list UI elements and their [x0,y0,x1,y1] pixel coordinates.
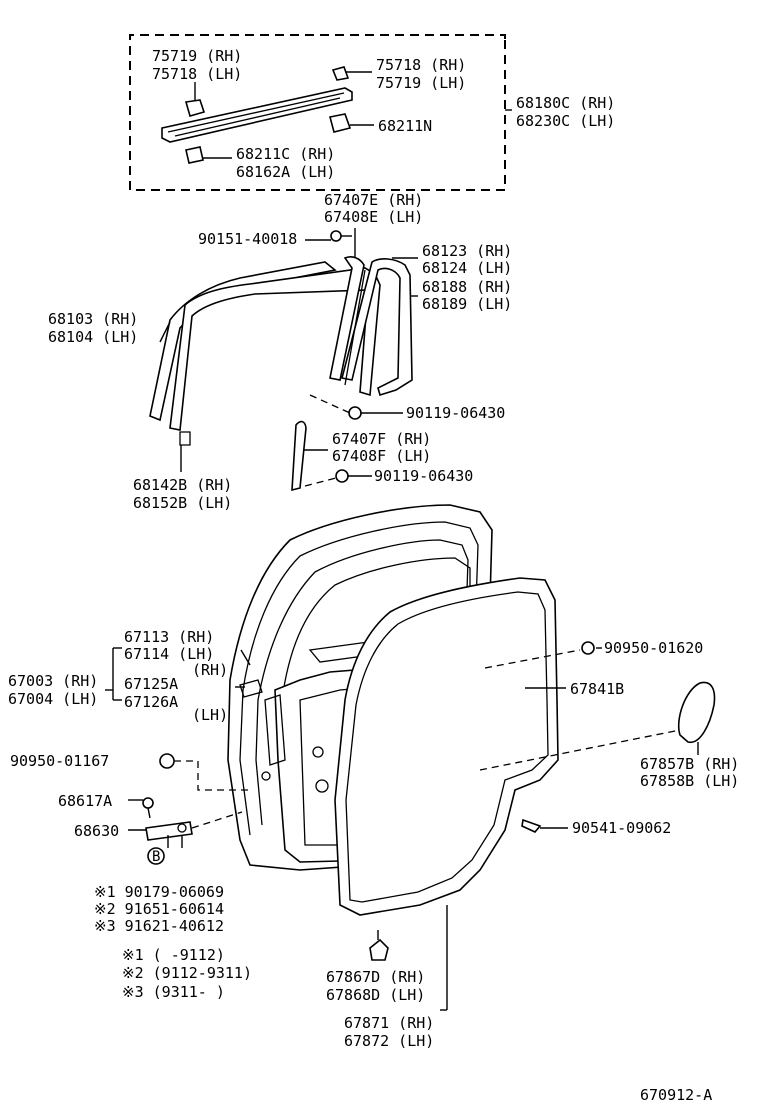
label-lh-67126a: (LH) [192,706,228,724]
label-67868d-lh: 67868D (LH) [326,986,425,1004]
label-67858b-lh: 67858B (LH) [640,772,739,790]
label-75718-lh: 75718 (LH) [152,65,242,83]
label-68124-lh: 68124 (LH) [422,259,512,277]
outer-weatherstrip-group [129,34,512,191]
label-90119-06430-b: 90119-06430 [374,467,473,485]
label-90950-01620: 90950-01620 [604,639,703,657]
label-67408e-lh: 67408E (LH) [324,208,423,226]
label-90541-09062: 90541-09062 [572,819,671,837]
part-labels: 75719 (RH) 75718 (LH) 75718 (RH) 75719 (… [8,47,739,1104]
label-rh-67125a: (RH) [192,661,228,679]
drawing-number: 670912-A [640,1086,712,1104]
label-68123-rh: 68123 (RH) [422,242,512,260]
label-68142b-rh: 68142B (RH) [133,476,232,494]
label-67872-lh: 67872 (LH) [344,1032,434,1050]
range-2: ※2 (9112-9311) [122,964,252,982]
label-67871-rh: 67871 (RH) [344,1014,434,1032]
note-3: ※3 91621-40612 [94,917,224,935]
b-marker: B [152,849,160,865]
glass-run-group [149,228,418,492]
label-67003-rh: 67003 (RH) [8,672,98,690]
label-68211n: 68211N [378,117,432,135]
label-90151-40018: 90151-40018 [198,230,297,248]
label-75719-rh: 75719 (RH) [152,47,242,65]
label-67857b-rh: 67857B (RH) [640,755,739,773]
label-67126a: 67126A [124,693,178,711]
label-68189-lh: 68189 (LH) [422,295,512,313]
range-3: ※3 (9311- ) [122,983,225,1001]
label-67004-lh: 67004 (LH) [8,690,98,708]
door-shell-group [227,504,566,1011]
label-68617a: 68617A [58,792,112,810]
small-parts-group [128,641,716,961]
label-90950-01167: 90950-01167 [10,752,109,770]
label-68211c-rh: 68211C (RH) [236,145,335,163]
range-1: ※1 ( -9112) [122,946,225,964]
label-67867d-rh: 67867D (RH) [326,968,425,986]
label-68188-rh: 68188 (RH) [422,278,512,296]
label-68104-lh: 68104 (LH) [48,328,138,346]
label-90119-06430-a: 90119-06430 [406,404,505,422]
note-2: ※2 91651-60614 [94,900,224,918]
label-68180c-rh: 68180C (RH) [516,94,615,112]
label-67841b: 67841B [570,680,624,698]
label-68103-rh: 68103 (RH) [48,310,138,328]
label-67407e-rh: 67407E (RH) [324,191,423,209]
label-68630: 68630 [74,822,119,840]
label-67408f-lh: 67408F (LH) [332,447,431,465]
label-75719-lh: 75719 (LH) [376,74,466,92]
label-68162a-lh: 68162A (LH) [236,163,335,181]
label-67114-lh: 67114 (LH) [124,645,214,663]
label-67407f-rh: 67407F (RH) [332,430,431,448]
label-68152b-lh: 68152B (LH) [133,494,232,512]
label-67125a: 67125A [124,675,178,693]
label-75718-rh: 75718 (RH) [376,56,466,74]
label-68230c-lh: 68230C (LH) [516,112,615,130]
label-67113-rh: 67113 (RH) [124,628,214,646]
label-brackets [105,647,122,701]
note-1: ※1 90179-06069 [94,883,224,901]
